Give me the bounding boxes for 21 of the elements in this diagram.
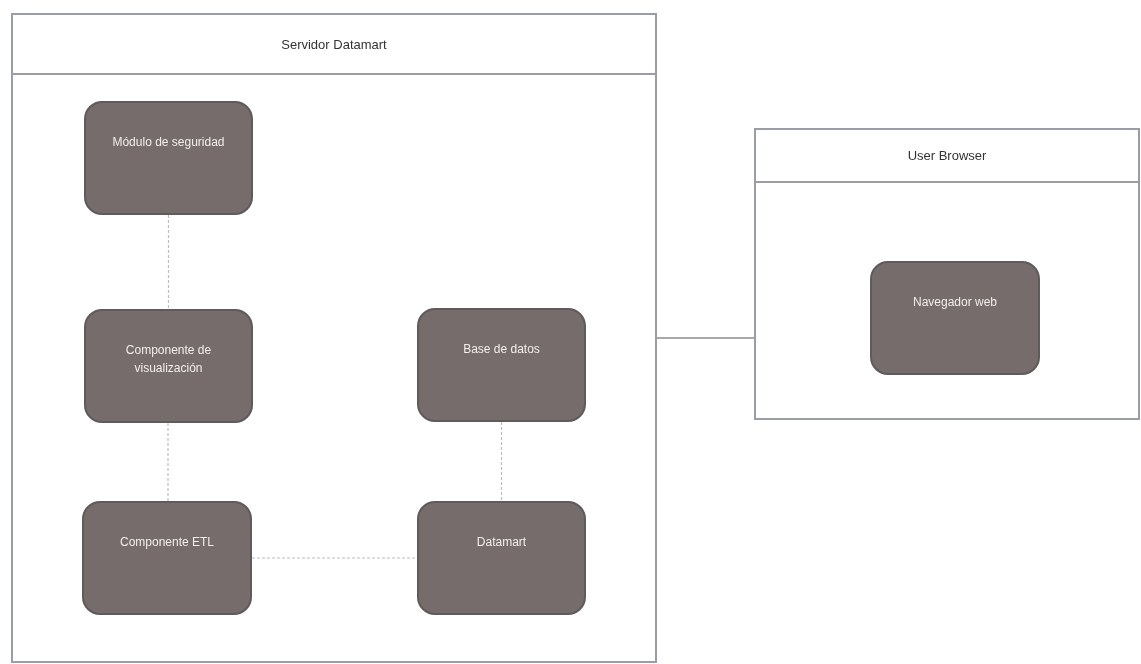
component-label: Componente ETL: [119, 534, 215, 551]
component-box: [84, 309, 253, 423]
container-box: [11, 13, 657, 663]
component-box: [84, 101, 253, 215]
component-label: Base de datos: [463, 341, 540, 358]
component-box: [82, 501, 252, 615]
dashed-connector: [167, 422, 169, 502]
component-box: [417, 501, 586, 615]
container-title: User Browser: [756, 130, 1138, 183]
component-label: Módulo de seguridad: [112, 134, 225, 151]
component-label: Componente de visualización: [124, 342, 213, 377]
connector-line: [656, 337, 755, 339]
component-box: [417, 308, 586, 422]
component-label: Navegador web: [912, 294, 998, 311]
dashed-connector: [500, 421, 503, 502]
container-box: [754, 128, 1140, 420]
dashed-connector: [167, 214, 170, 310]
component-box: [870, 261, 1040, 375]
dashed-connector: [251, 557, 418, 559]
component-label: Datamart: [476, 534, 527, 551]
container-title: Servidor Datamart: [13, 15, 655, 75]
